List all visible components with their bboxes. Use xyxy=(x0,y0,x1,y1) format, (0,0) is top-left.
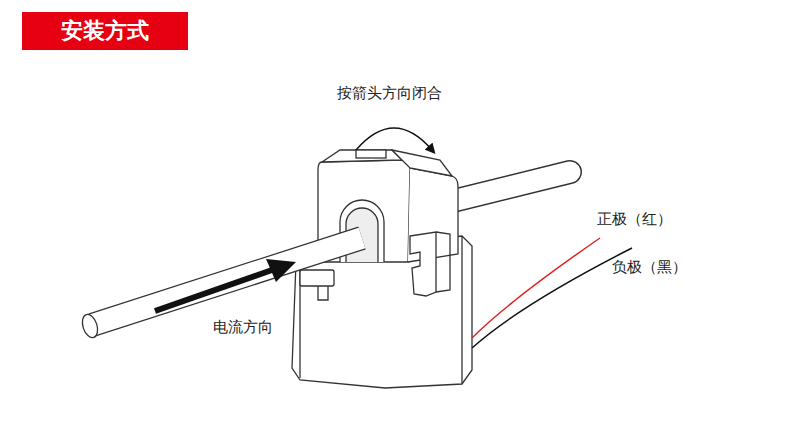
title-banner: 安装方式 xyxy=(22,12,188,50)
banner-title: 安装方式 xyxy=(61,16,149,46)
negative-lead-label: 负极（黑） xyxy=(612,258,687,276)
positive-lead-label: 正极（红） xyxy=(597,210,672,228)
closing-arrow xyxy=(356,128,432,150)
closing-direction-label: 按箭头方向闭合 xyxy=(337,84,442,102)
lead-wires xyxy=(472,238,632,348)
current-direction-label: 电流方向 xyxy=(213,318,273,336)
conductor-rod-front xyxy=(80,238,362,340)
current-arrow xyxy=(155,259,296,311)
current-transformer xyxy=(292,150,472,388)
